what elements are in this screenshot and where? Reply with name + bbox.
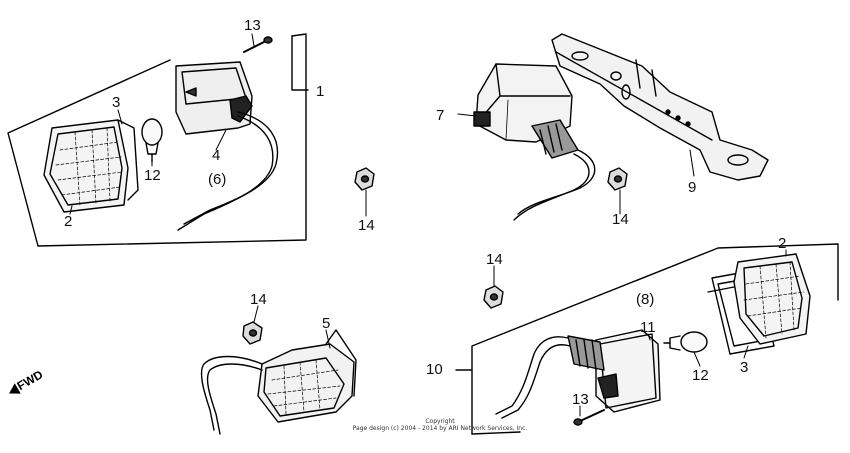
label-8: (8) xyxy=(636,291,655,308)
label-2-left: 2 xyxy=(64,213,73,230)
assembly-1-outline xyxy=(291,35,309,91)
label-5: 5 xyxy=(322,315,331,332)
screw-13-lower xyxy=(573,409,605,426)
copyright-line-1: Copyright xyxy=(425,418,455,425)
label-14-center: 14 xyxy=(358,217,375,234)
leader-lines xyxy=(69,33,787,417)
nut-14-lower-left xyxy=(242,321,263,345)
bracket-9 xyxy=(551,33,769,181)
housing-11 xyxy=(495,329,661,419)
label-7: 7 xyxy=(436,107,445,124)
label-13-lower: 13 xyxy=(572,391,589,408)
label-12-right: 12 xyxy=(692,367,709,384)
turn-signal-5 xyxy=(200,329,357,435)
label-11: 11 xyxy=(640,319,656,336)
label-3-left: 3 xyxy=(112,94,121,111)
label-6: (6) xyxy=(208,171,227,188)
label-3-right: 3 xyxy=(740,359,749,376)
bulb-12-right xyxy=(663,331,708,353)
assembly-1-outline-body xyxy=(7,33,307,247)
copyright-notice: Copyright Page design (c) 2004 - 2014 by… xyxy=(330,418,550,432)
assembly-10-outline-body xyxy=(471,243,839,435)
nut-14-right xyxy=(607,167,628,191)
label-14-right: 14 xyxy=(612,211,629,228)
turn-signal-7 xyxy=(473,63,596,221)
gasket-3-left xyxy=(117,119,139,201)
label-4: 4 xyxy=(212,147,221,164)
bulb-12-left xyxy=(141,118,163,163)
label-14-lower-right: 14 xyxy=(486,251,503,268)
nut-14-center xyxy=(354,167,375,191)
lens-2-left xyxy=(43,119,129,213)
nut-14-lower-right xyxy=(483,285,504,309)
housing-4-left xyxy=(175,61,279,231)
screw-13-top xyxy=(243,36,273,53)
copyright-line-2: Page design (c) 2004 - 2014 by ARI Netwo… xyxy=(352,425,528,432)
label-10: 10 xyxy=(426,361,443,378)
label-14-lower-left: 14 xyxy=(250,291,267,308)
label-13-top: 13 xyxy=(244,17,261,34)
label-9: 9 xyxy=(688,179,697,196)
label-2-right: 2 xyxy=(778,235,787,252)
label-12-left: 12 xyxy=(144,167,161,184)
assembly-10-outline-bottom xyxy=(471,431,521,435)
lens-2-right xyxy=(733,253,811,345)
label-1: 1 xyxy=(316,83,325,100)
